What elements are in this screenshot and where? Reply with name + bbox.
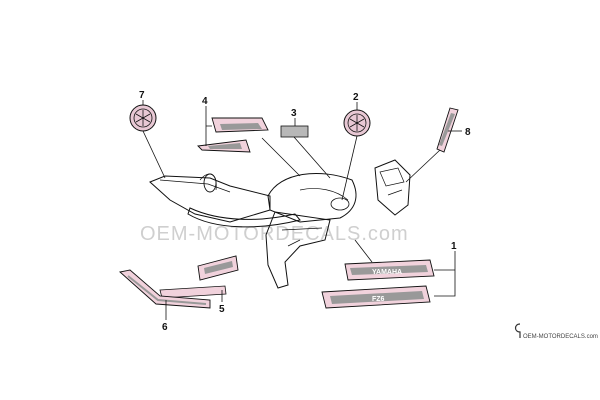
emblem-left[interactable]	[129, 104, 157, 132]
decal-model-text: FZ6	[372, 296, 385, 303]
callout-1: 1	[451, 241, 457, 252]
callout-8: 8	[465, 127, 471, 138]
watermark-text: OEM-MOTORDECALS.com	[140, 223, 409, 245]
tank-stripe-decals[interactable]	[197, 117, 269, 153]
footer-text: OEM-MOTORDECALS.com	[523, 334, 598, 340]
decal-brand-text: YAMAHA	[372, 269, 402, 276]
callout-3: 3	[291, 108, 297, 119]
callout-2: 2	[353, 92, 359, 103]
motorcycle-body	[149, 159, 411, 289]
chevron-stripe-decal[interactable]	[119, 269, 211, 309]
callout-4: 4	[202, 96, 208, 107]
callout-5: 5	[219, 304, 225, 315]
footer-logo: OEM-MOTORDECALS.com	[514, 323, 598, 340]
fairing-stripe-decal[interactable]	[436, 107, 459, 153]
callout-numbers: 7 2 3 4 8 1 5 6	[139, 90, 471, 333]
callout-6: 6	[162, 322, 168, 333]
label-sticker[interactable]	[280, 125, 309, 138]
emblem-right[interactable]	[343, 109, 371, 137]
leader-lines	[142, 100, 462, 320]
rear-cowl-decal[interactable]	[159, 255, 239, 299]
callout-7: 7	[139, 90, 145, 101]
side-panel-decals[interactable]: YAMAHA FZ6	[321, 259, 435, 309]
